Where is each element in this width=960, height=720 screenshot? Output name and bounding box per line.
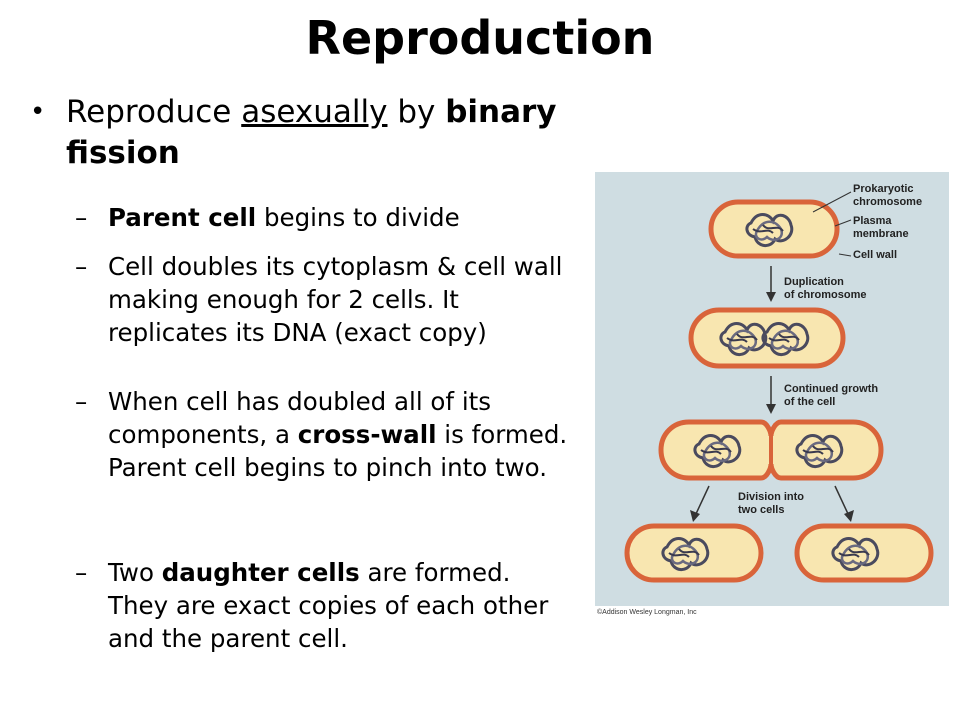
main-bullet-underlined: asexually [241,94,388,130]
sub-bullet-4-before: Two [108,558,162,587]
dash-icon: – [75,387,88,416]
label-of-the-cell: of the cell [784,396,835,408]
label-division-into: Division into [738,491,804,503]
arrow-down-left-icon [694,485,710,517]
label-plasma: Plasma [853,215,892,227]
sub-bullet-4-bold: daughter cells [161,558,360,587]
binary-fission-figure: Prokaryotic chromosome Plasma membrane C… [595,172,949,606]
figure-credit: ©Addison Wesley Longman, Inc [597,609,697,616]
sub-bullet-2-text: Cell doubles its cytoplasm & cell wall m… [108,252,563,347]
main-bullet-bold: binary fission [66,94,557,171]
label-duplication: Duplication [784,276,844,288]
sub-bullet-1-after: begins to divide [256,203,460,232]
label-chromosome: chromosome [853,196,922,208]
sub-bullet-3-bold: cross-wall [297,420,437,449]
main-bullet-prefix: Reproduce [66,94,242,130]
dash-icon: – [75,203,88,232]
sub-bullet-4-after: are formed. They are exact copies of eac… [108,558,549,653]
sub-bullet-4-text: Two daughter cells are formed. They are … [108,556,576,655]
main-bullet-middle: by [387,94,446,130]
dash-icon: – [75,558,88,587]
label-two-cells: two cells [738,504,784,516]
sub-bullet-3-after: is formed. Parent cell begins to pinch i… [108,420,568,482]
sub-bullet-1-text: Parent cell begins to divide [108,201,576,234]
label-cell-wall: Cell wall [853,249,897,261]
label-of-chromosome: of chromosome [784,289,867,301]
sub-bullet-3-text: When cell has doubled all of its compone… [108,385,576,484]
parent-cell [708,199,840,259]
arrow-down-right-icon [834,485,850,517]
label-membrane: membrane [853,228,909,240]
bullet-dot-icon: • [30,97,46,127]
slide-title: Reproduction [305,11,655,65]
main-bullet-text: Reproduce asexually by binary fission [66,92,576,174]
label-continued-growth: Continued growth [784,383,878,395]
sub-bullet-3-before: When cell has doubled all of its compone… [108,387,492,449]
sub-bullet-1-bold: Parent cell [108,203,257,232]
dash-icon: – [75,252,88,281]
binary-fission-diagram: Prokaryotic chromosome Plasma membrane C… [624,183,934,583]
daughter-cell-right [794,523,934,583]
label-prokaryotic: Prokaryotic [853,183,914,195]
daughter-cell-left [624,523,764,583]
